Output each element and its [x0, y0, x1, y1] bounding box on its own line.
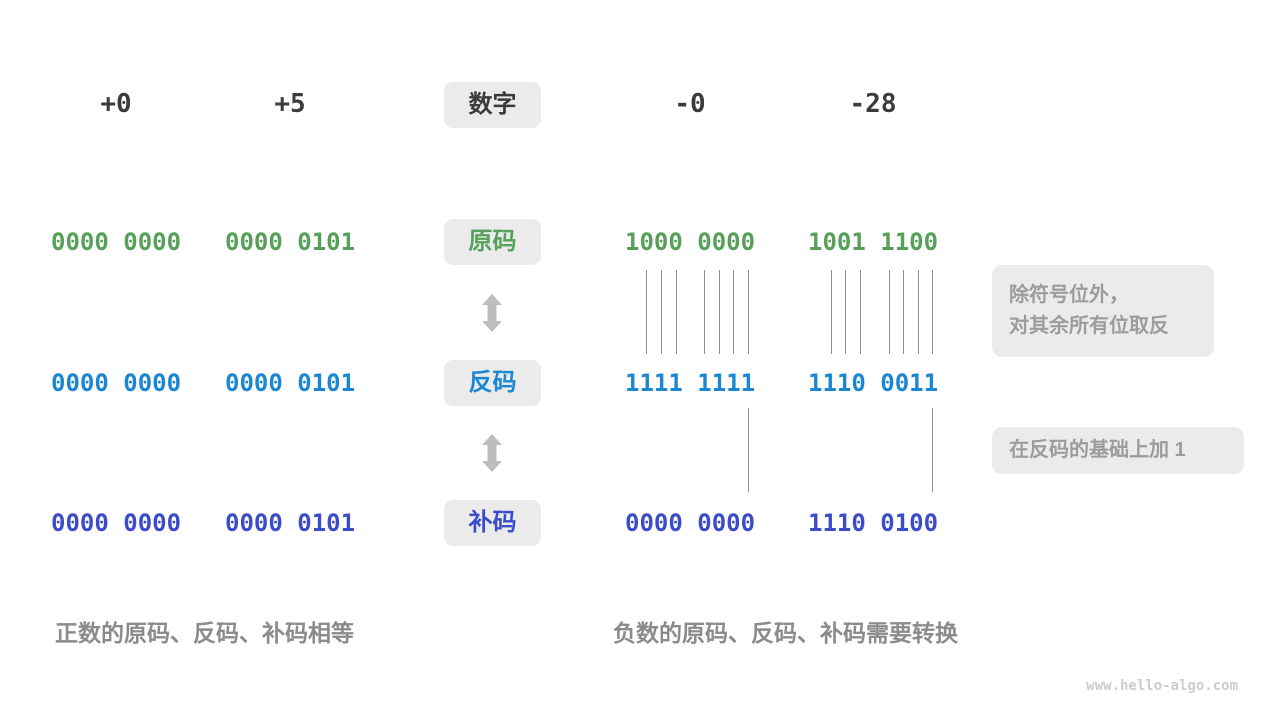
bit-connector-line	[733, 270, 734, 354]
binary-value: 0000 0000	[51, 509, 182, 537]
invert-bits-note-line1: 除符号位外，	[1009, 284, 1129, 306]
bit-connector-line	[918, 270, 919, 354]
bit-connector-line	[860, 270, 861, 354]
binary-value: 0000 0000	[51, 369, 182, 397]
bit-connector-line	[676, 270, 677, 354]
bit-connector-line	[831, 270, 832, 354]
bit-connector-line	[932, 408, 933, 492]
binary-value: 0000 0101	[225, 509, 356, 537]
bit-connector-line	[845, 270, 846, 354]
bit-connector-line	[748, 270, 749, 354]
invert-bits-note-line2: 对其余所有位取反	[1009, 315, 1169, 337]
binary-value: 0000 0101	[225, 228, 356, 256]
binary-value: 1111 1111	[625, 369, 756, 397]
sign-magnitude-label-box: 原码	[444, 219, 541, 265]
bit-connector-line	[889, 270, 890, 354]
header-positive-five: +5	[274, 89, 306, 119]
binary-value: 1000 0000	[625, 228, 756, 256]
number-label-box: 数字	[444, 82, 541, 128]
binary-value: 1110 0100	[808, 509, 939, 537]
bit-connector-line	[661, 270, 662, 354]
up-down-arrow-icon	[482, 294, 502, 332]
bit-connector-line	[748, 408, 749, 492]
bit-connector-line	[932, 270, 933, 354]
ones-complement-label-box: 反码	[444, 360, 541, 406]
twos-complement-label-box: 补码	[444, 500, 541, 546]
header-negative-zero: -0	[674, 89, 706, 119]
binary-value: 0000 0000	[625, 509, 756, 537]
invert-bits-note: 除符号位外， 对其余所有位取反	[992, 265, 1214, 357]
add-one-note: 在反码的基础上加 1	[992, 427, 1244, 474]
binary-value: 0000 0000	[51, 228, 182, 256]
watermark: www.hello-algo.com	[1086, 678, 1238, 694]
header-negative-twenty-eight: -28	[849, 89, 897, 119]
binary-value: 1110 0011	[808, 369, 939, 397]
binary-value: 1001 1100	[808, 228, 939, 256]
bit-connector-line	[646, 270, 647, 354]
header-positive-zero: +0	[100, 89, 132, 119]
binary-value: 0000 0101	[225, 369, 356, 397]
up-down-arrow-icon	[482, 434, 502, 472]
positive-numbers-caption: 正数的原码、反码、补码相等	[55, 620, 354, 646]
negative-numbers-caption: 负数的原码、反码、补码需要转换	[613, 620, 958, 646]
bit-connector-line	[704, 270, 705, 354]
bit-connector-line	[719, 270, 720, 354]
bit-connector-line	[903, 270, 904, 354]
